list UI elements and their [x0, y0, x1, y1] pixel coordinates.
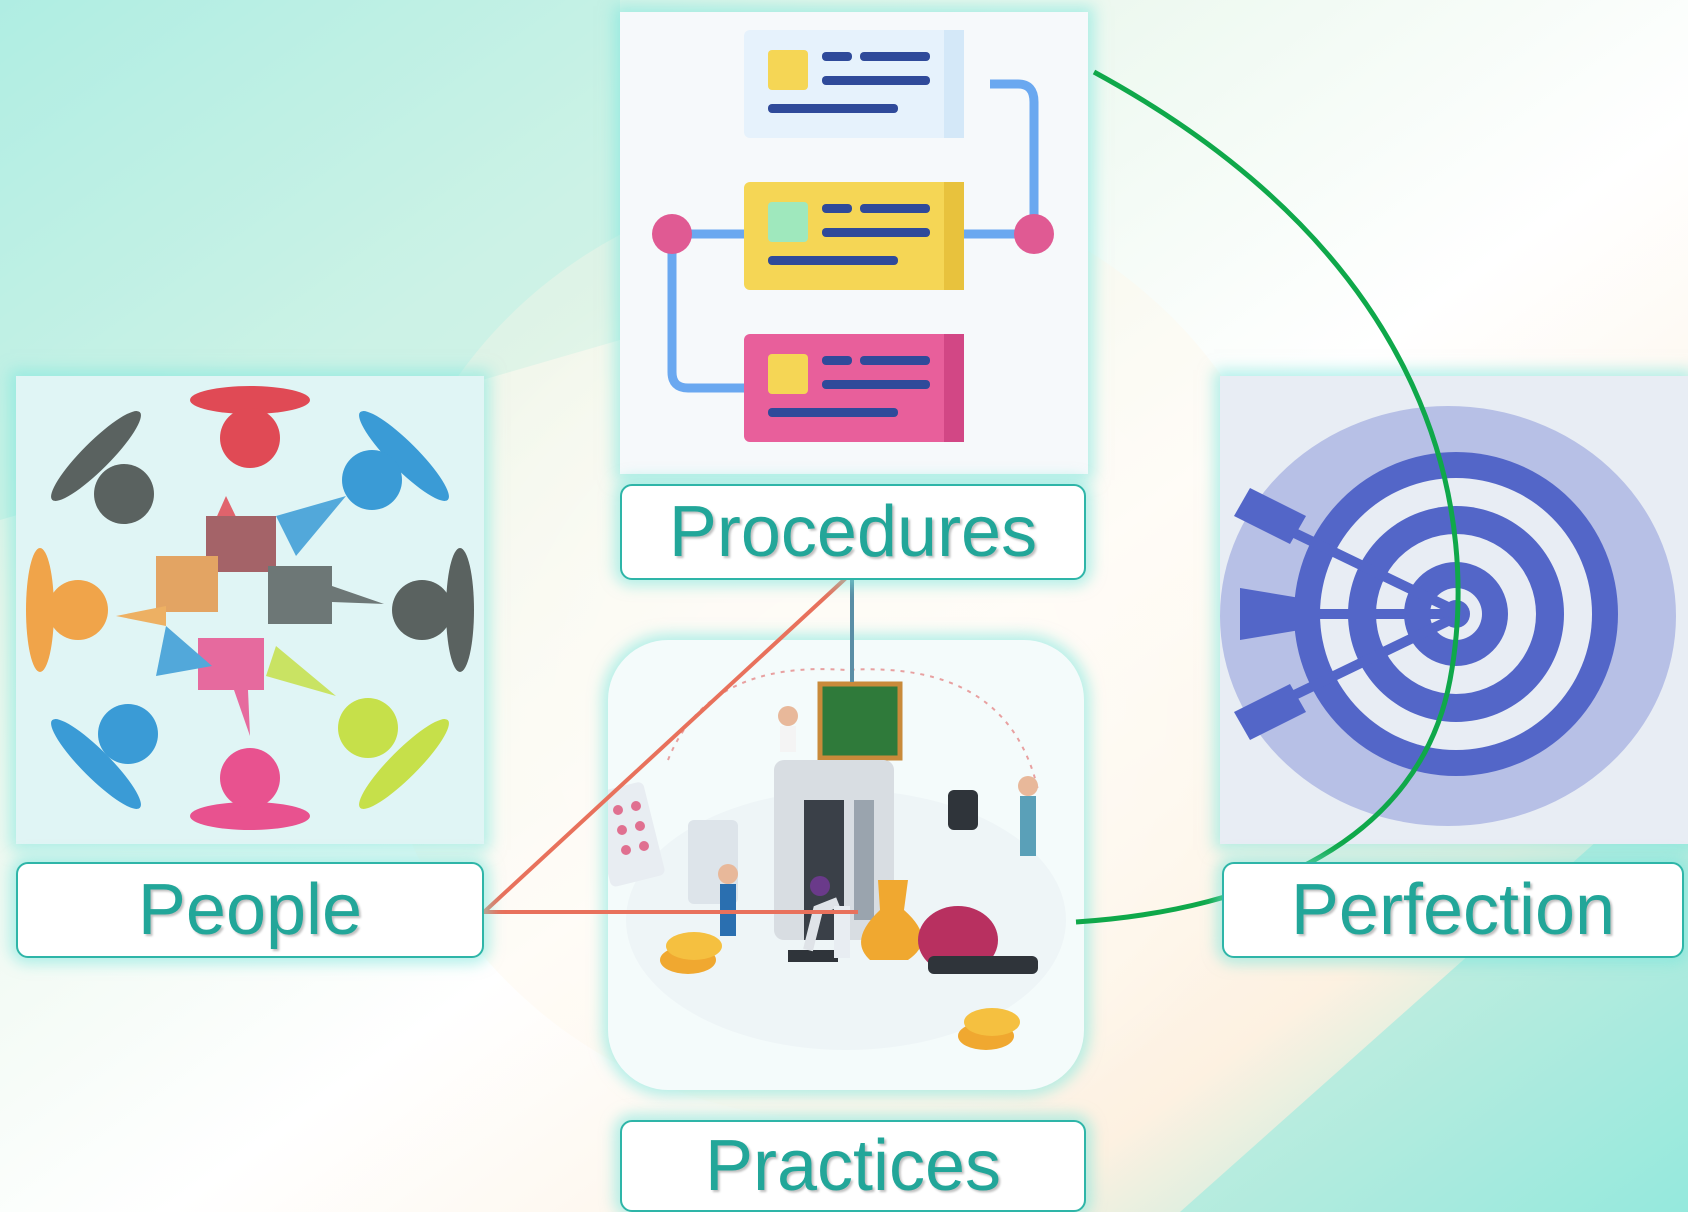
procedures-label: Procedures	[668, 492, 1038, 572]
people-image	[16, 376, 484, 844]
perfection-label-box: Perfection	[1222, 862, 1684, 958]
procedures-image	[620, 12, 1088, 474]
people-label-box: People	[16, 862, 484, 958]
community-chat-icon	[26, 386, 474, 830]
practices-image	[608, 640, 1084, 1090]
practices-label-box: Practices	[620, 1120, 1086, 1212]
flowchart-icon	[652, 30, 1054, 442]
procedures-label-box: Procedures	[620, 484, 1086, 580]
perfection-image	[1220, 376, 1688, 844]
laboratory-scientists-icon	[608, 668, 1066, 1050]
target-with-arrows-icon	[1220, 406, 1676, 826]
practices-label: Practices	[704, 1126, 1002, 1206]
perfection-label: Perfection	[1290, 870, 1616, 950]
people-label: People	[137, 870, 363, 950]
